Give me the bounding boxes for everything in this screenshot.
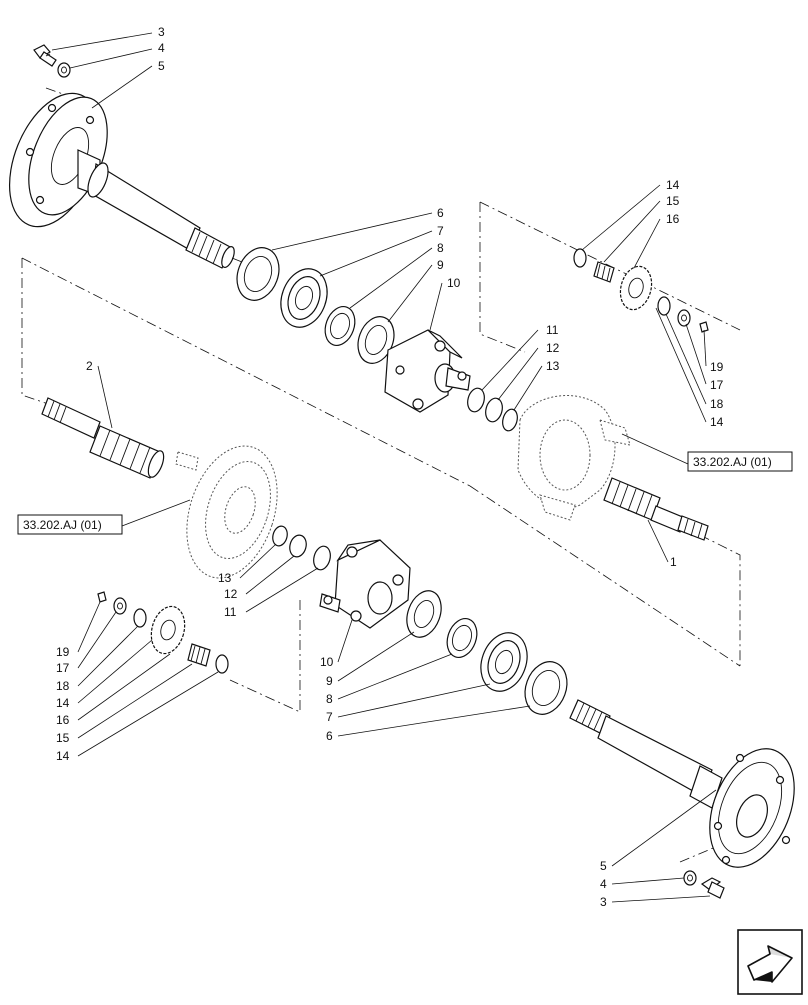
callout-11-lower: 11: [224, 605, 237, 619]
upper-differential-housing-ghost: [517, 395, 631, 521]
reference-box-upper[interactable]: 33.202.AJ (01): [687, 451, 793, 472]
callout-13-lower: 13: [218, 571, 232, 585]
callout-15-lower: 15: [56, 731, 70, 745]
reference-box-lower[interactable]: 33.202.AJ (01): [17, 514, 123, 535]
callout-18-lower: 18: [56, 679, 70, 693]
reference-label-upper[interactable]: 33.202.AJ (01): [693, 455, 772, 469]
assembly-boundary-lines: [21, 87, 741, 863]
callout-7: 7: [437, 224, 444, 238]
callout-17-lower: 17: [56, 661, 70, 675]
callout-6: 6: [437, 206, 444, 220]
upper-flange-washer: [57, 62, 71, 78]
callout-10: 10: [447, 276, 461, 290]
upper-gear-group: [573, 248, 709, 333]
callout-10-lower: 10: [320, 655, 334, 669]
upper-pinion-shaft-1: [603, 477, 709, 541]
callout-13: 13: [546, 359, 560, 373]
lower-bearing-7: [480, 632, 528, 692]
upper-flange-bolt: [33, 44, 57, 67]
upper-ring-8: [324, 306, 356, 346]
callout-9-lower: 9: [326, 674, 333, 688]
reference-label-lower[interactable]: 33.202.AJ (01): [23, 518, 102, 532]
callout-15: 15: [666, 194, 680, 208]
upper-bearing-7: [280, 268, 328, 328]
callout-9: 9: [437, 258, 444, 272]
callout-12-lower: 12: [224, 587, 238, 601]
callout-14: 14: [666, 178, 680, 192]
lower-bearing-9: [406, 590, 442, 638]
next-page-arrow-icon[interactable]: [737, 929, 803, 995]
callout-8-lower: 8: [326, 692, 333, 706]
lower-flange-washer: [683, 870, 697, 886]
leader-lines: [51, 32, 717, 903]
callout-1: 1: [670, 555, 677, 569]
lower-axle-shaft: [569, 699, 795, 868]
lower-pinion-shaft-2: [41, 397, 165, 479]
upper-snap-rings: [467, 387, 518, 432]
upper-bearing-housing-10: [384, 329, 471, 413]
callout-12: 12: [546, 341, 560, 355]
lower-gear-group: [97, 591, 229, 674]
callout-17: 17: [710, 378, 724, 392]
callout-2: 2: [86, 359, 93, 373]
callout-3-lower: 3: [600, 895, 607, 909]
lower-seal-6: [524, 661, 568, 715]
callout-8: 8: [437, 241, 444, 255]
callout-6-lower: 6: [326, 729, 333, 743]
lower-ring-gear-ghost: [175, 445, 278, 579]
upper-seal-6: [236, 247, 280, 301]
upper-axle-shaft: [8, 92, 243, 269]
callout-5: 5: [158, 59, 165, 73]
callout-14-lower: 14: [56, 696, 70, 710]
lower-snap-rings: [272, 525, 331, 571]
lower-bearing-housing-10: [319, 539, 411, 629]
callout-19: 19: [710, 360, 724, 374]
callout-4: 4: [158, 41, 165, 55]
callout-3: 3: [158, 25, 165, 39]
lower-ring-8: [446, 618, 478, 658]
callout-11: 11: [546, 323, 559, 337]
callout-14b: 14: [710, 415, 724, 429]
upper-bearing-9: [357, 316, 395, 364]
callout-5-lower: 5: [600, 859, 607, 873]
callout-labels-lower: 13 12 11 19 17 18 14 16 15 14 10 9 8 7 6…: [56, 571, 607, 909]
callout-4-lower: 4: [600, 877, 607, 891]
callout-labels-upper: 3 4 5 6 7 8 9 10 14 15 16 19 17 18 14 11…: [86, 25, 724, 569]
callout-7-lower: 7: [326, 710, 333, 724]
callout-19-lower: 19: [56, 645, 70, 659]
callout-14b-lower: 14: [56, 749, 70, 763]
lower-flange-bolt: [700, 877, 725, 899]
callout-16-lower: 16: [56, 713, 70, 727]
callout-16: 16: [666, 212, 680, 226]
callout-18: 18: [710, 397, 724, 411]
